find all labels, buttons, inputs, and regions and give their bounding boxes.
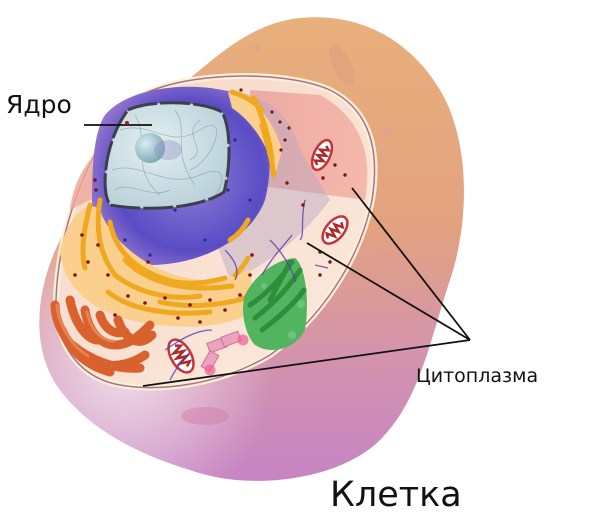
ribosomes	[285, 163, 347, 277]
nucleus	[103, 101, 231, 210]
nuclear-envelope	[103, 101, 231, 210]
cytoplasm-leader-line-3	[142, 339, 471, 387]
smooth-er-highlights	[55, 303, 115, 358]
mitochondrion-2	[321, 215, 349, 245]
nucleus-leader-dot	[125, 121, 129, 125]
golgi-apparatus	[60, 178, 255, 327]
cytoplasm-label: Цитоплазма	[416, 365, 539, 387]
green-organelle	[243, 258, 307, 350]
golgi-apparatus-upper	[228, 88, 291, 178]
cytoplasm-leader-line-2	[306, 242, 471, 341]
mitochondrion-1	[310, 138, 334, 172]
nucleus-label: Ядро	[6, 90, 72, 119]
nucleolus	[135, 133, 165, 163]
cell-title: Клетка	[330, 475, 462, 515]
mitochondrion-3	[167, 338, 195, 374]
leader-lines	[84, 124, 471, 387]
cytoplasm-leader-line-1	[351, 187, 471, 341]
centrioles	[200, 330, 249, 376]
